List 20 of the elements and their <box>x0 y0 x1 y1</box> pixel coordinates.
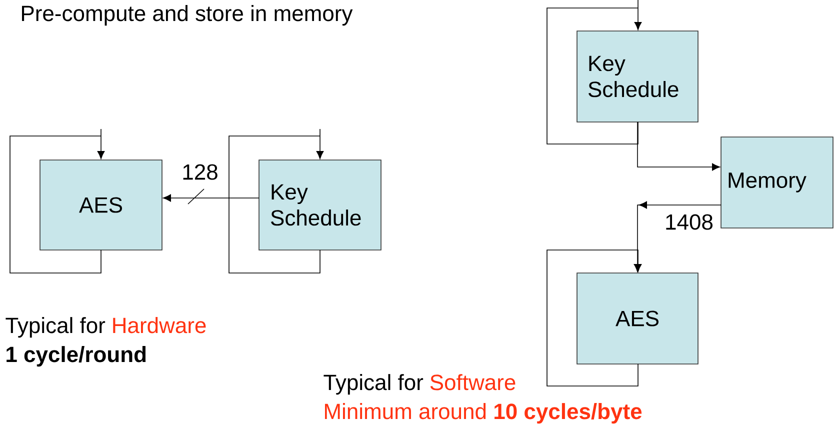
edge-label: 128 <box>180 163 220 181</box>
process-box: AES <box>40 160 162 250</box>
process-box: Key Schedule <box>258 160 382 250</box>
note-text: Hardware <box>113 317 206 334</box>
feedback-loop-arrow <box>546 0 642 144</box>
note-text: Minimum around 10 cycles/byte <box>325 403 642 424</box>
feedback-loop-arrow <box>10 128 105 274</box>
edge-label: 1408 <box>664 213 714 231</box>
arrow <box>163 188 260 204</box>
feedback-loop-arrow <box>228 128 324 274</box>
note-text: Typical for <box>6 317 106 338</box>
title: Pre-compute and store in memory <box>22 5 353 26</box>
process-box: AES <box>576 272 698 364</box>
note-text: 1 cycle/round <box>6 346 146 367</box>
note-text: Software <box>430 374 516 390</box>
arrow <box>637 122 720 171</box>
note-text: Typical for <box>324 374 424 395</box>
feedback-loop-arrow <box>546 250 642 386</box>
process-box: Key Schedule <box>576 30 698 122</box>
process-box: Memory <box>720 136 834 228</box>
